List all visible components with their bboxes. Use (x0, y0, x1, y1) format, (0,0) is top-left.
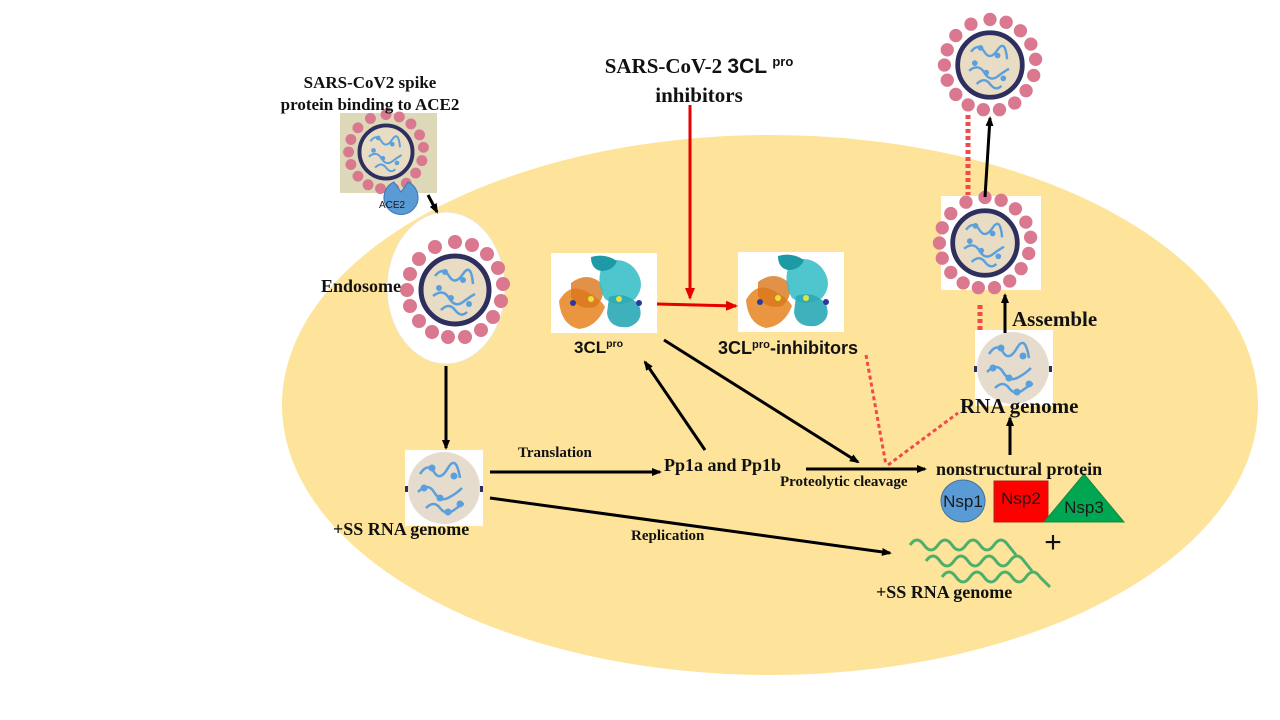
spike-title-line2: protein binding to ACE2 (280, 95, 460, 114)
released-virion (938, 13, 1043, 117)
inhibition-line-cleavage (864, 354, 888, 466)
3clpro-inhibitors-base: 3CL (718, 338, 753, 358)
ace2-receptor: ACE2 (379, 181, 419, 215)
spike-binding-illustration (340, 107, 437, 197)
nsp2-label: Nsp2 (1001, 489, 1041, 508)
rna-strand-3 (940, 570, 1052, 589)
inhibitor-title-line2: inhibitors (655, 83, 743, 107)
3clpro-label: 3CLpro (574, 338, 623, 358)
assembled-virion (933, 191, 1041, 295)
arrow-release (983, 116, 994, 198)
rna-strand-1 (908, 538, 1018, 556)
nsp3-shape (1042, 473, 1126, 523)
pathway-arrows (426, 116, 1014, 556)
endosome-label: Endosome (321, 276, 402, 296)
inhibitor-arrow-right (656, 300, 738, 311)
3clpro-inhibitors-sup: pro (752, 338, 770, 351)
nonstructural-protein-label: nonstructural protein (936, 459, 1103, 479)
3clpro-inhibitors-suffix: -inhibitors (770, 338, 858, 358)
spike-title-line1: SARS-CoV2 spike (303, 73, 437, 92)
nsp-shapes: Nsp1 Nsp2 Nsp3 (940, 473, 1126, 523)
inhibitor-title-sup: pro (772, 53, 794, 69)
ss-rna-genome-image (403, 450, 485, 526)
ss-rna-genome-label: +SS RNA genome (333, 519, 470, 539)
plus-sign: + (1044, 526, 1062, 559)
cleavage-label: Proteolytic cleavage (780, 474, 908, 490)
translation-label: Translation (518, 445, 592, 461)
ace2-label: ACE2 (379, 200, 406, 211)
endosome (386, 211, 510, 365)
new-ss-rna-genome-label: +SS RNA genome (876, 582, 1013, 602)
inhibition-line-rna (887, 411, 959, 467)
arrow-replication (489, 496, 892, 556)
inhibition-dashed-lines (864, 115, 983, 467)
assemble-label: Assemble (1012, 307, 1098, 331)
spike-binding-title: SARS-CoV2 spike protein binding to ACE2 (264, 72, 476, 116)
3clpro-label-sup: pro (606, 338, 624, 351)
rna-genome-image (972, 330, 1054, 406)
replication-label: Replication (631, 528, 705, 544)
3clpro-inhibitors-label: 3CLpro-inhibitors (718, 338, 858, 359)
rna-strand-2 (924, 554, 1034, 572)
nsp3-label: Nsp3 (1064, 498, 1104, 517)
inhibitor-title-3cl: 3CL (727, 55, 768, 78)
inhibitor-title-text: SARS-CoV-2 (604, 54, 728, 78)
nsp1-shape (940, 479, 986, 523)
inhibitor-title: SARS-CoV-2 3CL pro inhibitors (592, 52, 806, 109)
replicated-rna-strands (908, 538, 1052, 589)
polyprotein-label: Pp1a and Pp1b (664, 455, 782, 475)
arrow-to-3clpro (643, 360, 707, 451)
arrow-to-endosome (426, 194, 439, 214)
rna-genome-label: RNA genome (960, 394, 1079, 418)
nsp1-label: Nsp1 (943, 492, 983, 511)
3clpro-inhibitor-structure-image (738, 252, 844, 332)
3clpro-structure-image (551, 253, 657, 333)
inhibitor-arrows (656, 105, 738, 311)
arrow-protease-to-cleavage (663, 338, 860, 464)
3clpro-label-base: 3CL (574, 338, 607, 357)
nsp2-shape (993, 480, 1049, 523)
